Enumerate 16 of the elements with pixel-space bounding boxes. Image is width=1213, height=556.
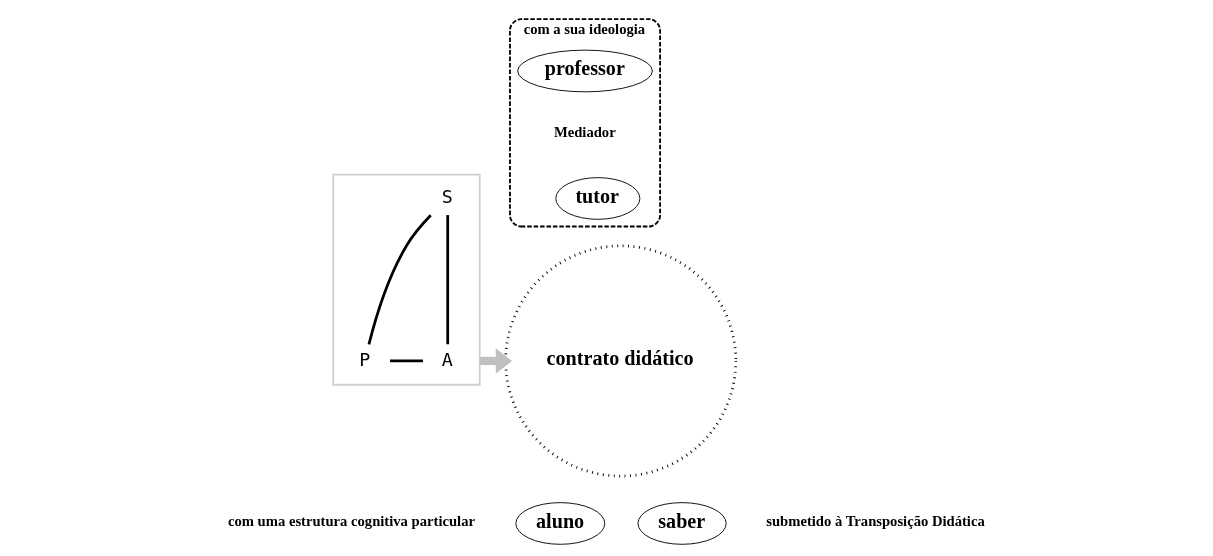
connector bbox=[367, 214, 432, 345]
node-ellipse: saber bbox=[637, 502, 727, 545]
node-text: S bbox=[441, 186, 453, 208]
node-ellipse: professor bbox=[516, 49, 653, 93]
node-text: P bbox=[358, 348, 370, 370]
node-ellipse: tutor bbox=[554, 177, 640, 220]
node-label: com uma estrutura cognitiva particular bbox=[227, 513, 475, 530]
node-circle: contrato didático bbox=[503, 244, 737, 478]
node-label: Mediador bbox=[553, 124, 616, 141]
node-ellipse: aluno bbox=[514, 502, 605, 545]
arrow bbox=[479, 348, 512, 374]
node-text: A bbox=[441, 348, 453, 370]
connector bbox=[445, 215, 449, 345]
node-label: submetido à Transposição Didática bbox=[765, 513, 985, 530]
cluster bbox=[331, 173, 481, 386]
connector bbox=[389, 359, 423, 363]
